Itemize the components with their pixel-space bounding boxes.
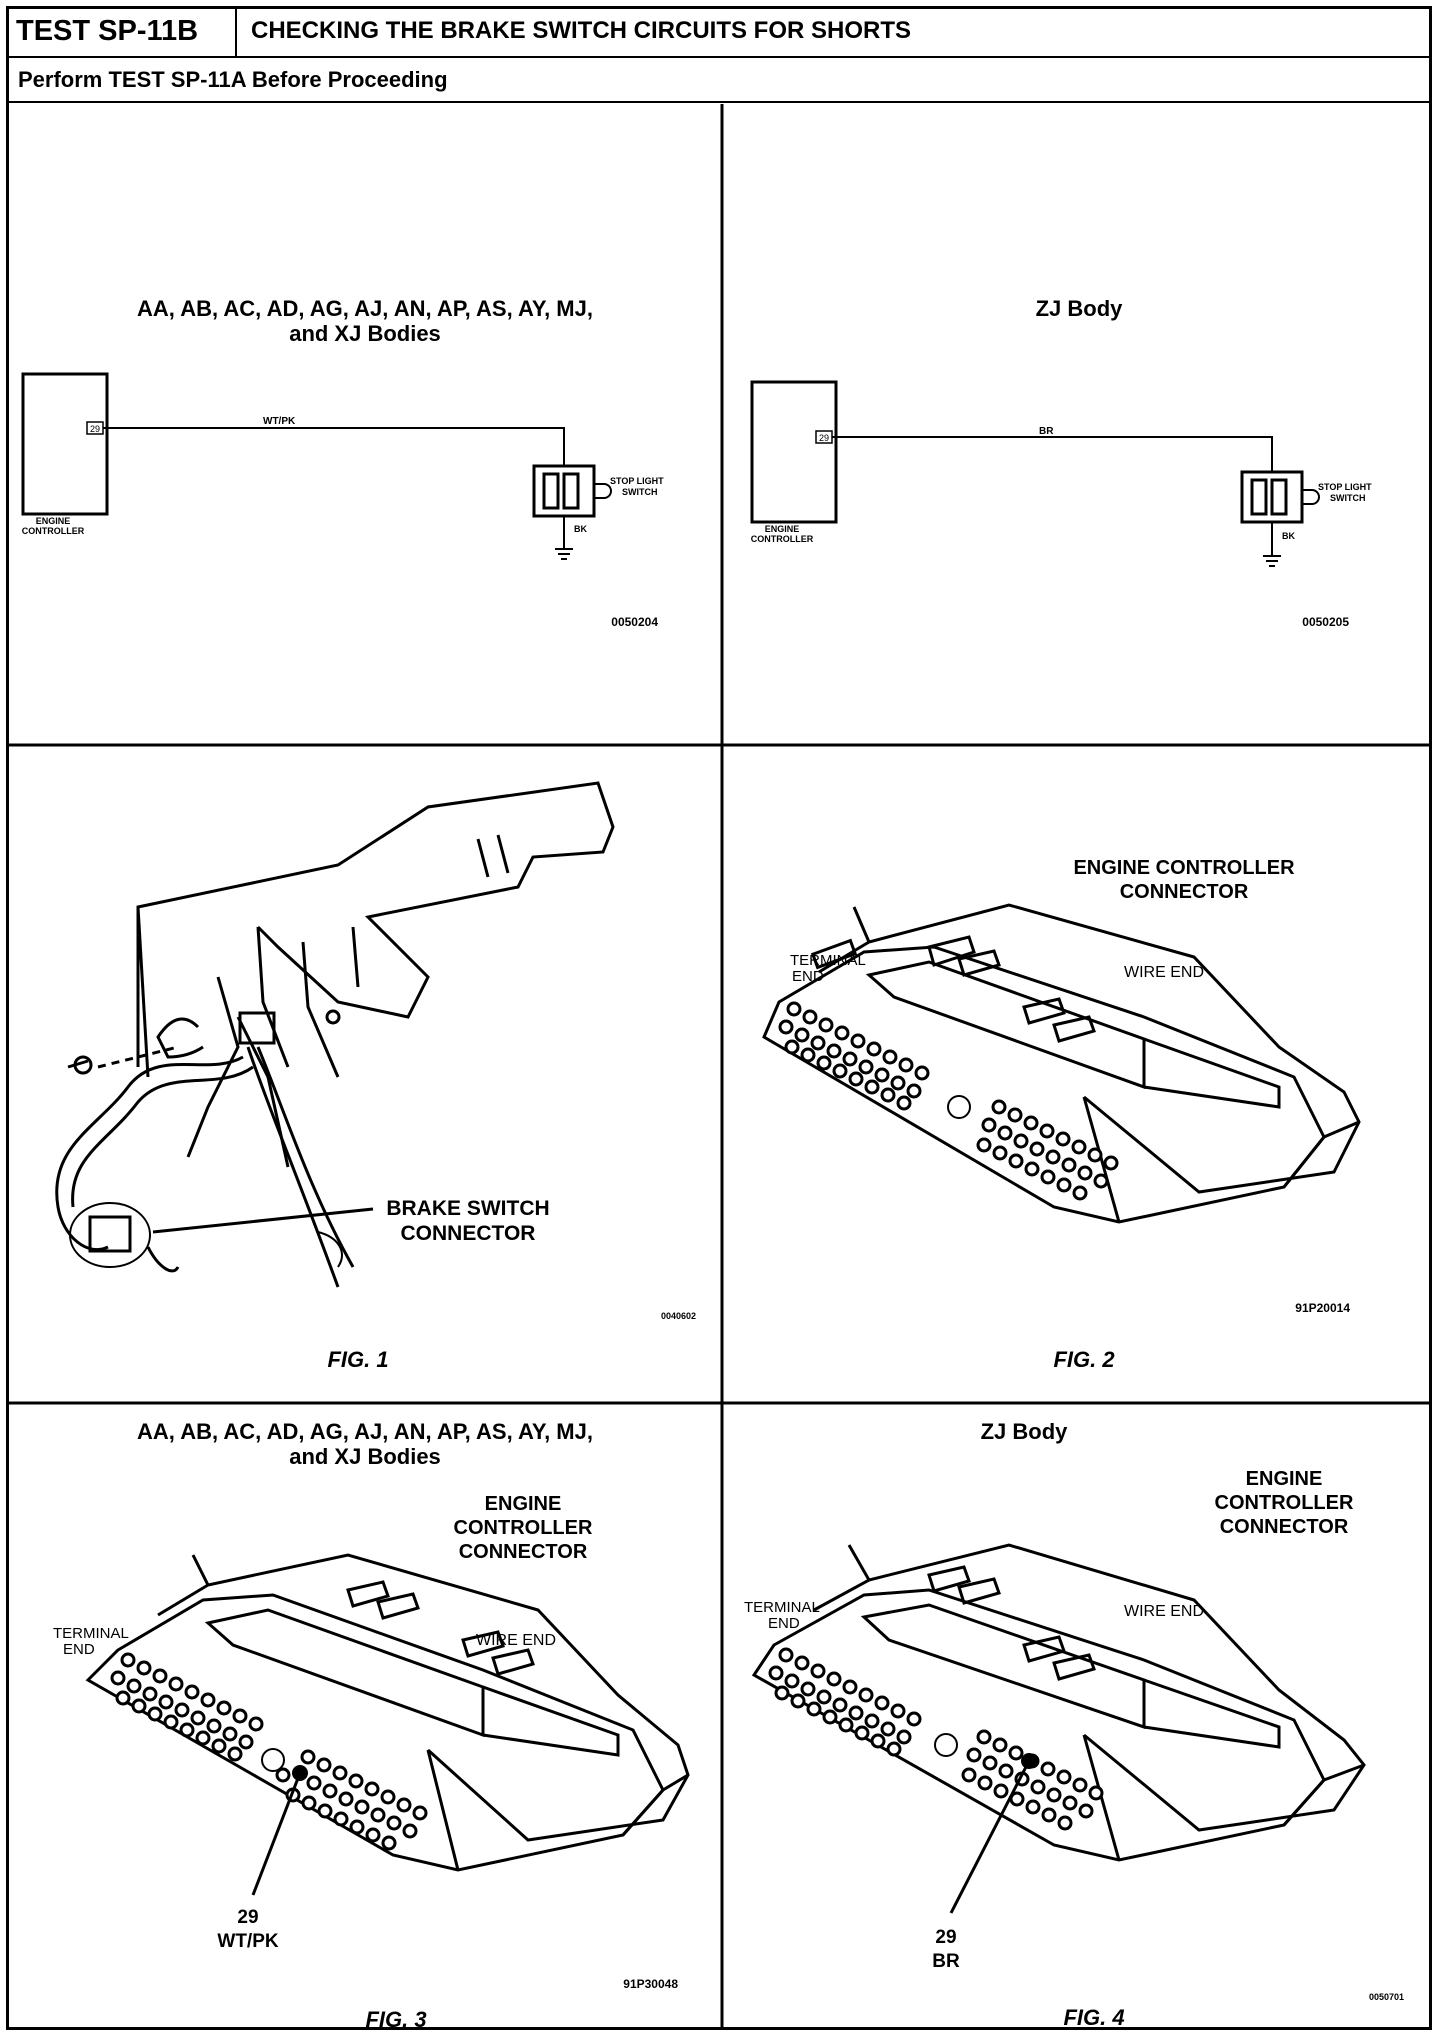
terminal-pins <box>768 1647 1104 1831</box>
p2-heading: ZJ Body <box>1036 296 1124 321</box>
fig3-heading-2: and XJ Bodies <box>289 1444 441 1469</box>
fig1-callout-2: CONNECTOR <box>401 1222 536 1245</box>
fig4-code: 0050701 <box>1369 1992 1404 2002</box>
p1-code: 0050204 <box>611 615 658 629</box>
fig3-terminal-1: TERMINAL <box>53 1625 129 1642</box>
fig4-label-2: CONTROLLER <box>1215 1492 1354 1514</box>
subtitle: Perform TEST SP-11A Before Proceeding <box>6 58 1432 103</box>
fig1-brake-switch: BRAKE SWITCH CONNECTOR 0040602 FIG. 1 <box>55 781 696 1372</box>
fig3-label-1: ENGINE <box>485 1493 562 1515</box>
terminal-pins <box>778 1001 1119 1201</box>
engine-controller-box <box>21 372 109 516</box>
p2-switch-label-1: STOP LIGHT <box>1318 482 1372 492</box>
fig2-connector: ENGINE CONTROLLER CONNECTOR TERMINAL END… <box>762 857 1361 1372</box>
wiring-diagram-xj: AA, AB, AC, AD, AG, AJ, AN, AP, AS, AY, … <box>21 296 664 629</box>
pin-29-leader <box>251 1772 302 1896</box>
fig2-wire-end: WIRE END <box>1124 964 1204 981</box>
connector-body <box>751 1543 1366 1862</box>
fig4-heading: ZJ Body <box>981 1419 1069 1444</box>
p1-controller-label-2: CONTROLLER <box>22 526 85 536</box>
p1-wire-label: WT/PK <box>263 416 296 427</box>
p2-controller-label-2: CONTROLLER <box>751 534 814 544</box>
page-title: CHECKING THE BRAKE SWITCH CIRCUITS FOR S… <box>251 17 911 44</box>
pin-29-leader <box>949 1760 1031 1914</box>
p1-pin: 29 <box>90 424 100 434</box>
fig3-label-2: CONTROLLER <box>454 1517 593 1539</box>
wiring-diagram-zj: ZJ Body 29 ENGINE CONTROLLER BR STOP LIG… <box>750 296 1372 629</box>
p2-code: 0050205 <box>1302 615 1349 629</box>
p1-heading-1: AA, AB, AC, AD, AG, AJ, AN, AP, AS, AY, … <box>137 296 593 321</box>
page-frame <box>6 6 1432 2030</box>
fig4-terminal-1: TERMINAL <box>744 1599 820 1616</box>
fig4-connector-zj: ZJ Body ENGINE CONTROLLER CONNECTOR TERM… <box>744 1419 1404 2030</box>
fig4-wire-end: WIRE END <box>1124 1603 1204 1620</box>
p2-controller-label-1: ENGINE <box>765 524 800 534</box>
wire-wtpk <box>103 427 565 466</box>
fig3-connector-xj: AA, AB, AC, AD, AG, AJ, AN, AP, AS, AY, … <box>53 1419 690 2032</box>
connector-body <box>762 903 1361 1224</box>
p2-switch-label-2: SWITCH <box>1330 493 1366 503</box>
fig3-pin: 29 <box>237 1907 258 1928</box>
test-id: TEST SP-11B <box>6 6 237 56</box>
fig3-caption: FIG. 3 <box>365 2007 426 2032</box>
fig1-callout-1: BRAKE SWITCH <box>386 1197 549 1220</box>
callout-leader <box>152 1207 374 1234</box>
fig4-terminal-2: END <box>768 1615 800 1632</box>
fig4-label-3: CONNECTOR <box>1220 1516 1349 1538</box>
wire-br <box>832 436 1273 472</box>
p1-ground-wire: BK <box>574 524 587 534</box>
fig2-label-1: ENGINE CONTROLLER <box>1073 857 1295 879</box>
header: TEST SP-11B CHECKING THE BRAKE SWITCH CI… <box>6 6 1432 58</box>
fig3-wire-end: WIRE END <box>476 1632 556 1649</box>
fig4-wire: BR <box>932 1951 960 1972</box>
fig3-wire: WT/PK <box>217 1931 278 1952</box>
fig2-caption: FIG. 2 <box>1053 1347 1115 1372</box>
terminal-pins <box>110 1652 428 1851</box>
p1-heading-2: and XJ Bodies <box>289 321 441 346</box>
fig4-pin: 29 <box>935 1927 956 1948</box>
connector-body <box>85 1553 690 1872</box>
fig4-label-1: ENGINE <box>1246 1468 1323 1490</box>
fig2-code: 91P20014 <box>1295 1301 1350 1315</box>
fig3-heading-1: AA, AB, AC, AD, AG, AJ, AN, AP, AS, AY, … <box>137 1419 593 1444</box>
p2-wire-label: BR <box>1039 426 1054 437</box>
fig1-code: 0040602 <box>661 1311 696 1321</box>
fig3-code: 91P30048 <box>623 1977 678 1991</box>
p1-switch-label-2: SWITCH <box>622 487 658 497</box>
fig1-caption: FIG. 1 <box>327 1347 388 1372</box>
engine-controller-box <box>750 380 838 524</box>
fig3-label-3: CONNECTOR <box>459 1541 588 1563</box>
p2-pin: 29 <box>819 433 829 443</box>
p2-ground-wire: BK <box>1282 531 1295 541</box>
fig2-label-2: CONNECTOR <box>1120 881 1249 903</box>
pedal-bracket-illustration <box>55 781 615 1288</box>
p1-switch-label-1: STOP LIGHT <box>610 476 664 486</box>
fig3-terminal-2: END <box>63 1641 95 1658</box>
fig4-caption: FIG. 4 <box>1063 2005 1124 2030</box>
p1-controller-label-1: ENGINE <box>36 516 71 526</box>
